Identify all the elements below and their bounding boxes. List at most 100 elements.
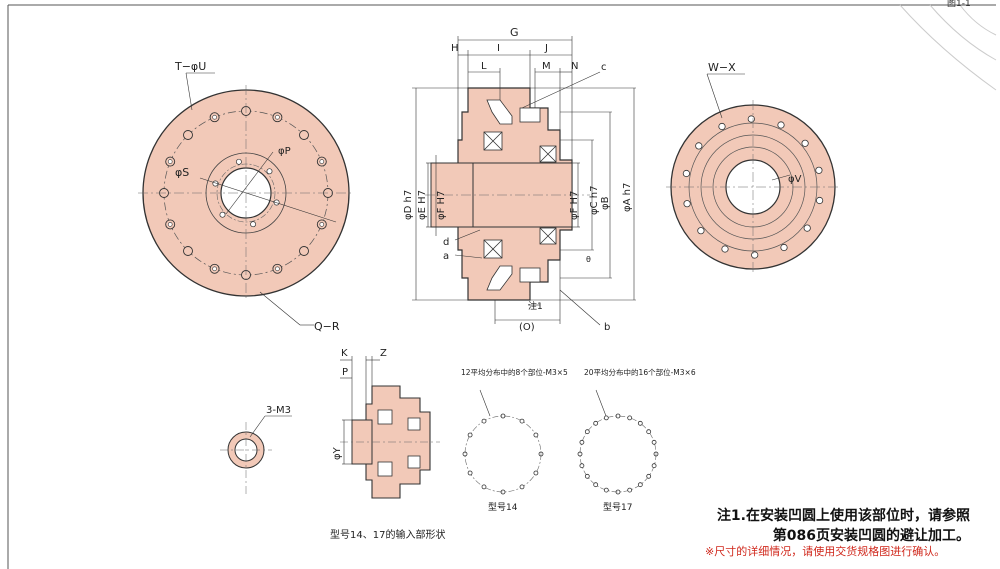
pattern14-caption: 型号14 (488, 502, 518, 513)
pattern-hole (651, 463, 657, 469)
phi-s-label: φS (175, 166, 189, 179)
rear-hole (815, 166, 823, 174)
dim-c-label: φC h7 (589, 186, 600, 215)
rear-hole (682, 169, 691, 178)
bolt-hole-inner (167, 159, 173, 164)
phi-v-label: φV (788, 174, 802, 185)
m3-label: 3-M3 (266, 405, 291, 416)
note-line-3: ※尺寸的详细情况，请使用交货规格图进行确认。 (705, 545, 946, 558)
dim-b-label: φB (600, 196, 611, 210)
pattern-hole (519, 418, 525, 424)
rear-view: W−X φV (666, 61, 840, 274)
k-label: K (341, 348, 348, 359)
note1-ref-label: 注1 (528, 300, 543, 312)
dim-g-label: G (510, 26, 519, 39)
pattern-hole (593, 420, 599, 426)
pattern-hole (584, 429, 590, 435)
pattern-hole (651, 439, 657, 445)
pattern-hole (615, 489, 621, 495)
bolt-hole (183, 130, 193, 140)
pattern-hole (500, 413, 506, 419)
bolt-hole-inner (319, 222, 325, 227)
pattern-hole (584, 473, 590, 479)
dim-j-label: J (544, 43, 548, 54)
pattern-hole (481, 484, 487, 490)
w-x-label: W−X (708, 61, 736, 74)
pattern-hole (637, 482, 643, 488)
pattern-hole (579, 439, 585, 445)
dim-m-label: M (542, 61, 551, 72)
pattern-hole (467, 470, 473, 476)
pattern-hole (615, 413, 621, 419)
rear-hole-pattern (682, 115, 824, 259)
hub-screw (250, 221, 257, 228)
hub-screw (219, 211, 226, 218)
pattern-hole (646, 429, 652, 435)
q-r-label: Q−R (314, 320, 340, 333)
pattern-hole (579, 463, 585, 469)
pattern14-title: 12平均分布中的8个部位-M3×5 (461, 367, 568, 377)
p-label: P (342, 367, 348, 378)
dim-h-label: H (451, 43, 459, 54)
rear-hole (718, 122, 726, 131)
pattern-hole (646, 473, 652, 479)
pattern-hole (603, 487, 609, 493)
pattern-hole (533, 470, 539, 476)
pattern-hole (593, 482, 599, 488)
t-phi-u-label: T−φU (174, 60, 206, 73)
hub-screw (266, 168, 273, 175)
rear-hole (747, 115, 755, 123)
pattern-hole (533, 432, 539, 438)
part-c-label: c (601, 62, 607, 73)
figure-tag: 图1-1 (947, 0, 971, 9)
pattern-hole (637, 420, 643, 426)
pattern-hole (500, 489, 506, 495)
hub-screw (235, 158, 242, 165)
bolt-hole (299, 246, 309, 256)
dim-e-label: φE H7 (417, 190, 428, 220)
theta-label: θ (586, 255, 591, 264)
note-block: 注1.在安装凹圆上使用该部位时，请参照 第086页安装凹圆的避让加工。 (704, 506, 970, 546)
input-detail-caption: 型号14、17的输入部形状 (330, 530, 446, 541)
hub-screw-pattern (212, 158, 280, 228)
pattern-hole (462, 451, 468, 457)
rear-hole (683, 200, 691, 208)
pattern-14: 12平均分布中的8个部位-M3×5 型号14 (461, 367, 568, 513)
bolt-hole (299, 130, 309, 140)
bolt-hole-inner (275, 266, 280, 272)
part-b-label: b (604, 322, 610, 333)
bolt-hole-inner (212, 114, 217, 120)
dim-l-label: L (481, 61, 487, 72)
dim-i-label: I (497, 43, 500, 54)
pattern-17: 20平均分布中的16个部位-M3×6 型号17 (577, 367, 696, 513)
pattern-hole (577, 451, 583, 457)
dim-f-left-label: φF H7 (436, 191, 447, 220)
pattern17-title: 20平均分布中的16个部位-M3×6 (584, 367, 696, 377)
note-line-1: 注1.在安装凹圆上使用该部位时，请参照 (716, 508, 970, 524)
dim-d-label: φD h7 (403, 190, 414, 220)
rear-hole (777, 121, 785, 129)
pattern-hole (519, 484, 525, 490)
phi-p-label: φP (278, 146, 291, 157)
pattern-hole (653, 451, 659, 457)
pattern-hole (467, 432, 473, 438)
bolt-hole-inner (275, 114, 280, 120)
note-line-2: 第086页安装凹圆的避让加工。 (772, 528, 970, 544)
bolt-hole-inner (212, 266, 217, 272)
rear-hole (803, 224, 811, 232)
rear-hole (780, 243, 788, 252)
part-d-label: d (443, 237, 449, 248)
rear-hole (815, 196, 824, 205)
hub-screw (212, 180, 219, 187)
section-view: G H I J L M N c φD h7 φE H7 φF H7 φF H7 … (403, 26, 636, 333)
z-label: Z (380, 348, 387, 359)
part-a-label: a (443, 251, 449, 262)
phi-y-label: φY (332, 446, 343, 460)
o-label: (O) (519, 322, 535, 333)
dim-a-label: φA h7 (622, 183, 633, 212)
dim-f-right-label: φF H7 (569, 191, 580, 220)
dim-n-label: N (571, 61, 578, 72)
front-view: T−φU φS φP Q−R (138, 60, 354, 333)
pattern17-caption: 型号17 (603, 502, 632, 513)
